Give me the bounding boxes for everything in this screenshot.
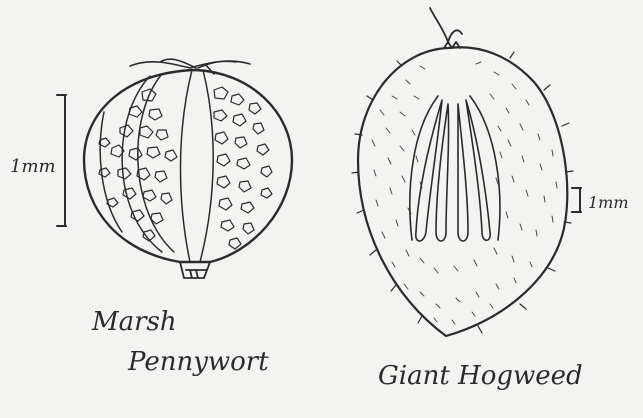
marsh-pennywort-top-fringe <box>130 59 250 74</box>
giant-hogweed-scale-bar <box>572 188 581 212</box>
marsh-pennywort-stalk <box>180 262 210 278</box>
giant-hogweed-group <box>352 8 581 336</box>
marsh-pennywort-scale-label: 1mm <box>10 156 56 177</box>
giant-hogweed-scale-label: 1mm <box>588 193 629 212</box>
giant-hogweed-vittae <box>410 96 500 241</box>
marsh-pennywort-scale-bar <box>57 95 66 226</box>
giant-hogweed-surface-texture <box>372 62 557 324</box>
giant-hogweed-fruit-outline <box>358 47 567 336</box>
marsh-pennywort-name-line1: Marsh <box>91 307 177 337</box>
marsh-pennywort-oil-cells <box>99 87 272 249</box>
marsh-pennywort-group <box>57 59 292 278</box>
marsh-pennywort-name-line2: Pennywort <box>127 347 269 377</box>
giant-hogweed-stalk <box>430 8 462 48</box>
marsh-pennywort-seed-outline <box>84 70 292 262</box>
giant-hogweed-name: Giant Hogweed <box>378 361 583 391</box>
giant-hogweed-edge-bristles <box>352 52 573 333</box>
